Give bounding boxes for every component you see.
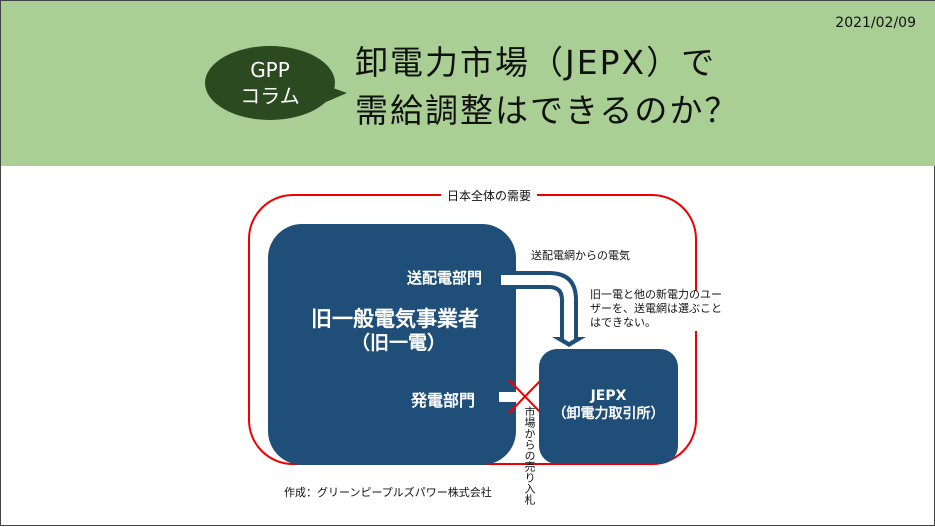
page-title: 卸電力市場（JEPX）で 需給調整はできるのか？ (355, 39, 739, 135)
note-line: ザーを、送電網は選ぶこと (590, 302, 722, 315)
grid-arrow-inner (501, 275, 574, 342)
title-line1: 卸電力市場（JEPX）で (355, 43, 717, 82)
badge-line2: コラム (240, 84, 300, 108)
grid-label: 送配電網からの電気 (531, 249, 630, 262)
gpp-column-badge: GPP コラム (205, 46, 335, 120)
utility-box (268, 224, 516, 465)
date: 2021/02/09 (835, 15, 916, 31)
title-line2: 需給調整はできるのか？ (355, 91, 740, 130)
market-sale-label: 市場からの売り入札 (523, 406, 536, 505)
jepx-full: （卸電力取引所） (552, 406, 665, 422)
transmission-dept: 送配電部門 (407, 269, 483, 287)
cross-icon-line (508, 379, 542, 414)
utility-short: （旧一電） (351, 332, 447, 354)
note-line: 旧一電と他の新電力のユー (590, 288, 722, 301)
badge-line1: GPP (250, 58, 290, 82)
jepx-box: JEPX （卸電力取引所） (539, 349, 678, 464)
header-banner: 2021/02/09 GPP コラム 卸電力市場（JEPX）で 需給調整はできる… (1, 1, 935, 166)
generation-dept: 発電部門 (411, 391, 476, 410)
utility-name: 旧一般電気事業者 (311, 307, 479, 331)
note: 旧一電と他の新電力のユー ザーを、送電網は選ぶこと はできない。 (590, 288, 722, 330)
credit: 作成：グリーンピープルズパワー株式会社 (284, 486, 492, 499)
jepx-name: JEPX (590, 388, 627, 404)
frame-label: 日本全体の需要 (441, 187, 538, 204)
frame-gap (691, 291, 701, 331)
note-line: はできない。 (590, 316, 656, 329)
